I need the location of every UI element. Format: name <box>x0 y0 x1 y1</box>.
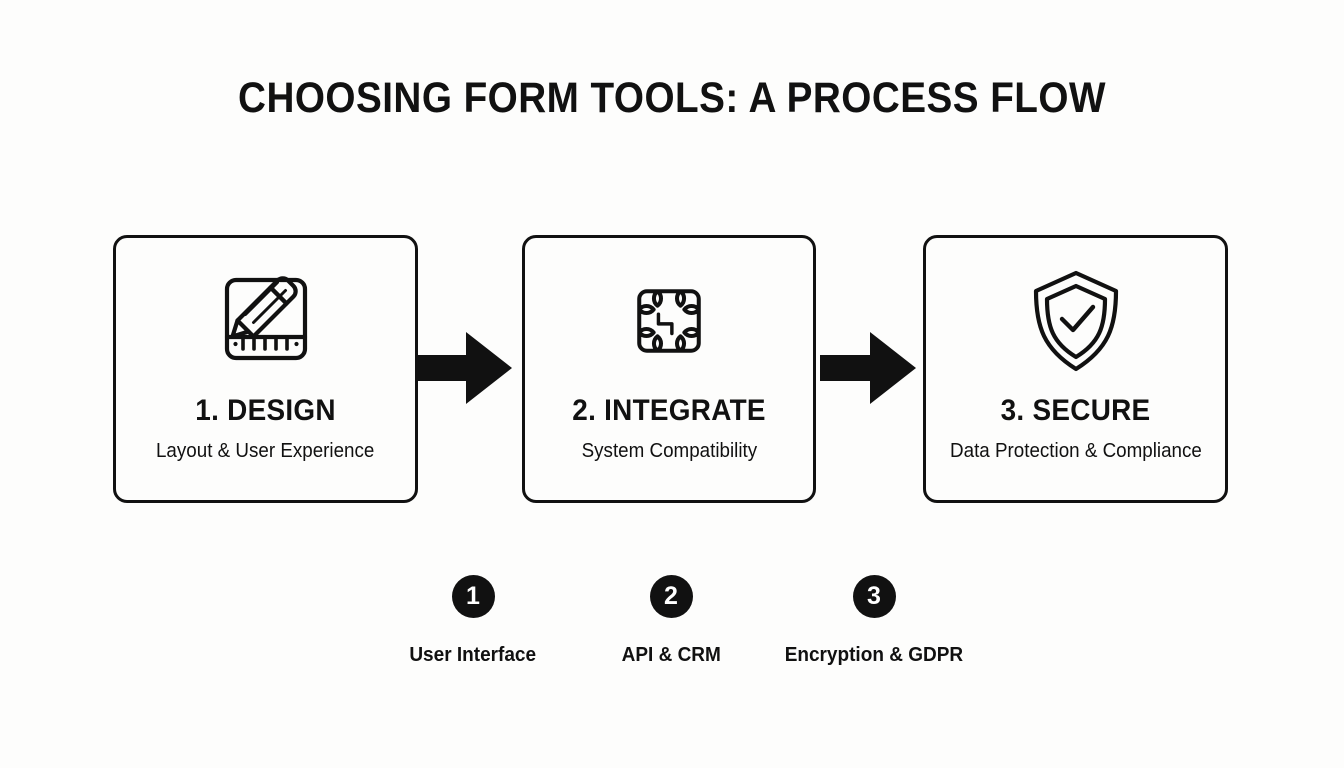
process-step-card-secure[interactable]: 3. SECURE Data Protection & Compliance <box>923 235 1228 503</box>
legend-badge-number: 3 <box>852 575 896 618</box>
process-step-subtitle: Data Protection & Compliance <box>949 440 1202 462</box>
arrow-right-icon <box>820 328 916 408</box>
legend-item-api-crm[interactable]: 2 API & CRM <box>571 575 771 665</box>
process-step-subtitle: Layout & User Experience <box>156 440 375 462</box>
legend-item-user-interface[interactable]: 1 User Interface <box>373 575 573 665</box>
process-step-subtitle: System Compatibility <box>581 440 757 462</box>
legend-item-label: Encryption & GDPR <box>784 644 964 666</box>
process-step-title: 3. SECURE <box>1000 394 1151 427</box>
legend-item-label: User Interface <box>409 644 537 666</box>
pencil-ruler-design-icon <box>216 262 316 380</box>
legend-badge-number: 2 <box>649 575 693 618</box>
arrow-right-icon <box>416 328 512 408</box>
shield-check-icon <box>1026 262 1126 380</box>
legend-item-encryption-gdpr[interactable]: 3 Encryption & GDPR <box>774 575 974 665</box>
process-step-card-integrate[interactable]: 2. INTEGRATE System Compatibility <box>522 235 816 503</box>
process-step-row: 1. DESIGN Layout & User Experience 2. IN… <box>0 235 1344 505</box>
process-step-card-design[interactable]: 1. DESIGN Layout & User Experience <box>113 235 418 503</box>
legend-row: 1 User Interface 2 API & CRM 3 Encryptio… <box>0 575 1344 675</box>
puzzle-piece-icon <box>621 262 717 380</box>
process-step-title: 2. INTEGRATE <box>572 394 766 427</box>
legend-badge-number: 1 <box>451 575 495 618</box>
process-step-title: 1. DESIGN <box>195 394 336 427</box>
page-title: CHOOSING FORM TOOLS: A PROCESS FLOW <box>238 74 1106 122</box>
legend-item-label: API & CRM <box>621 644 721 666</box>
